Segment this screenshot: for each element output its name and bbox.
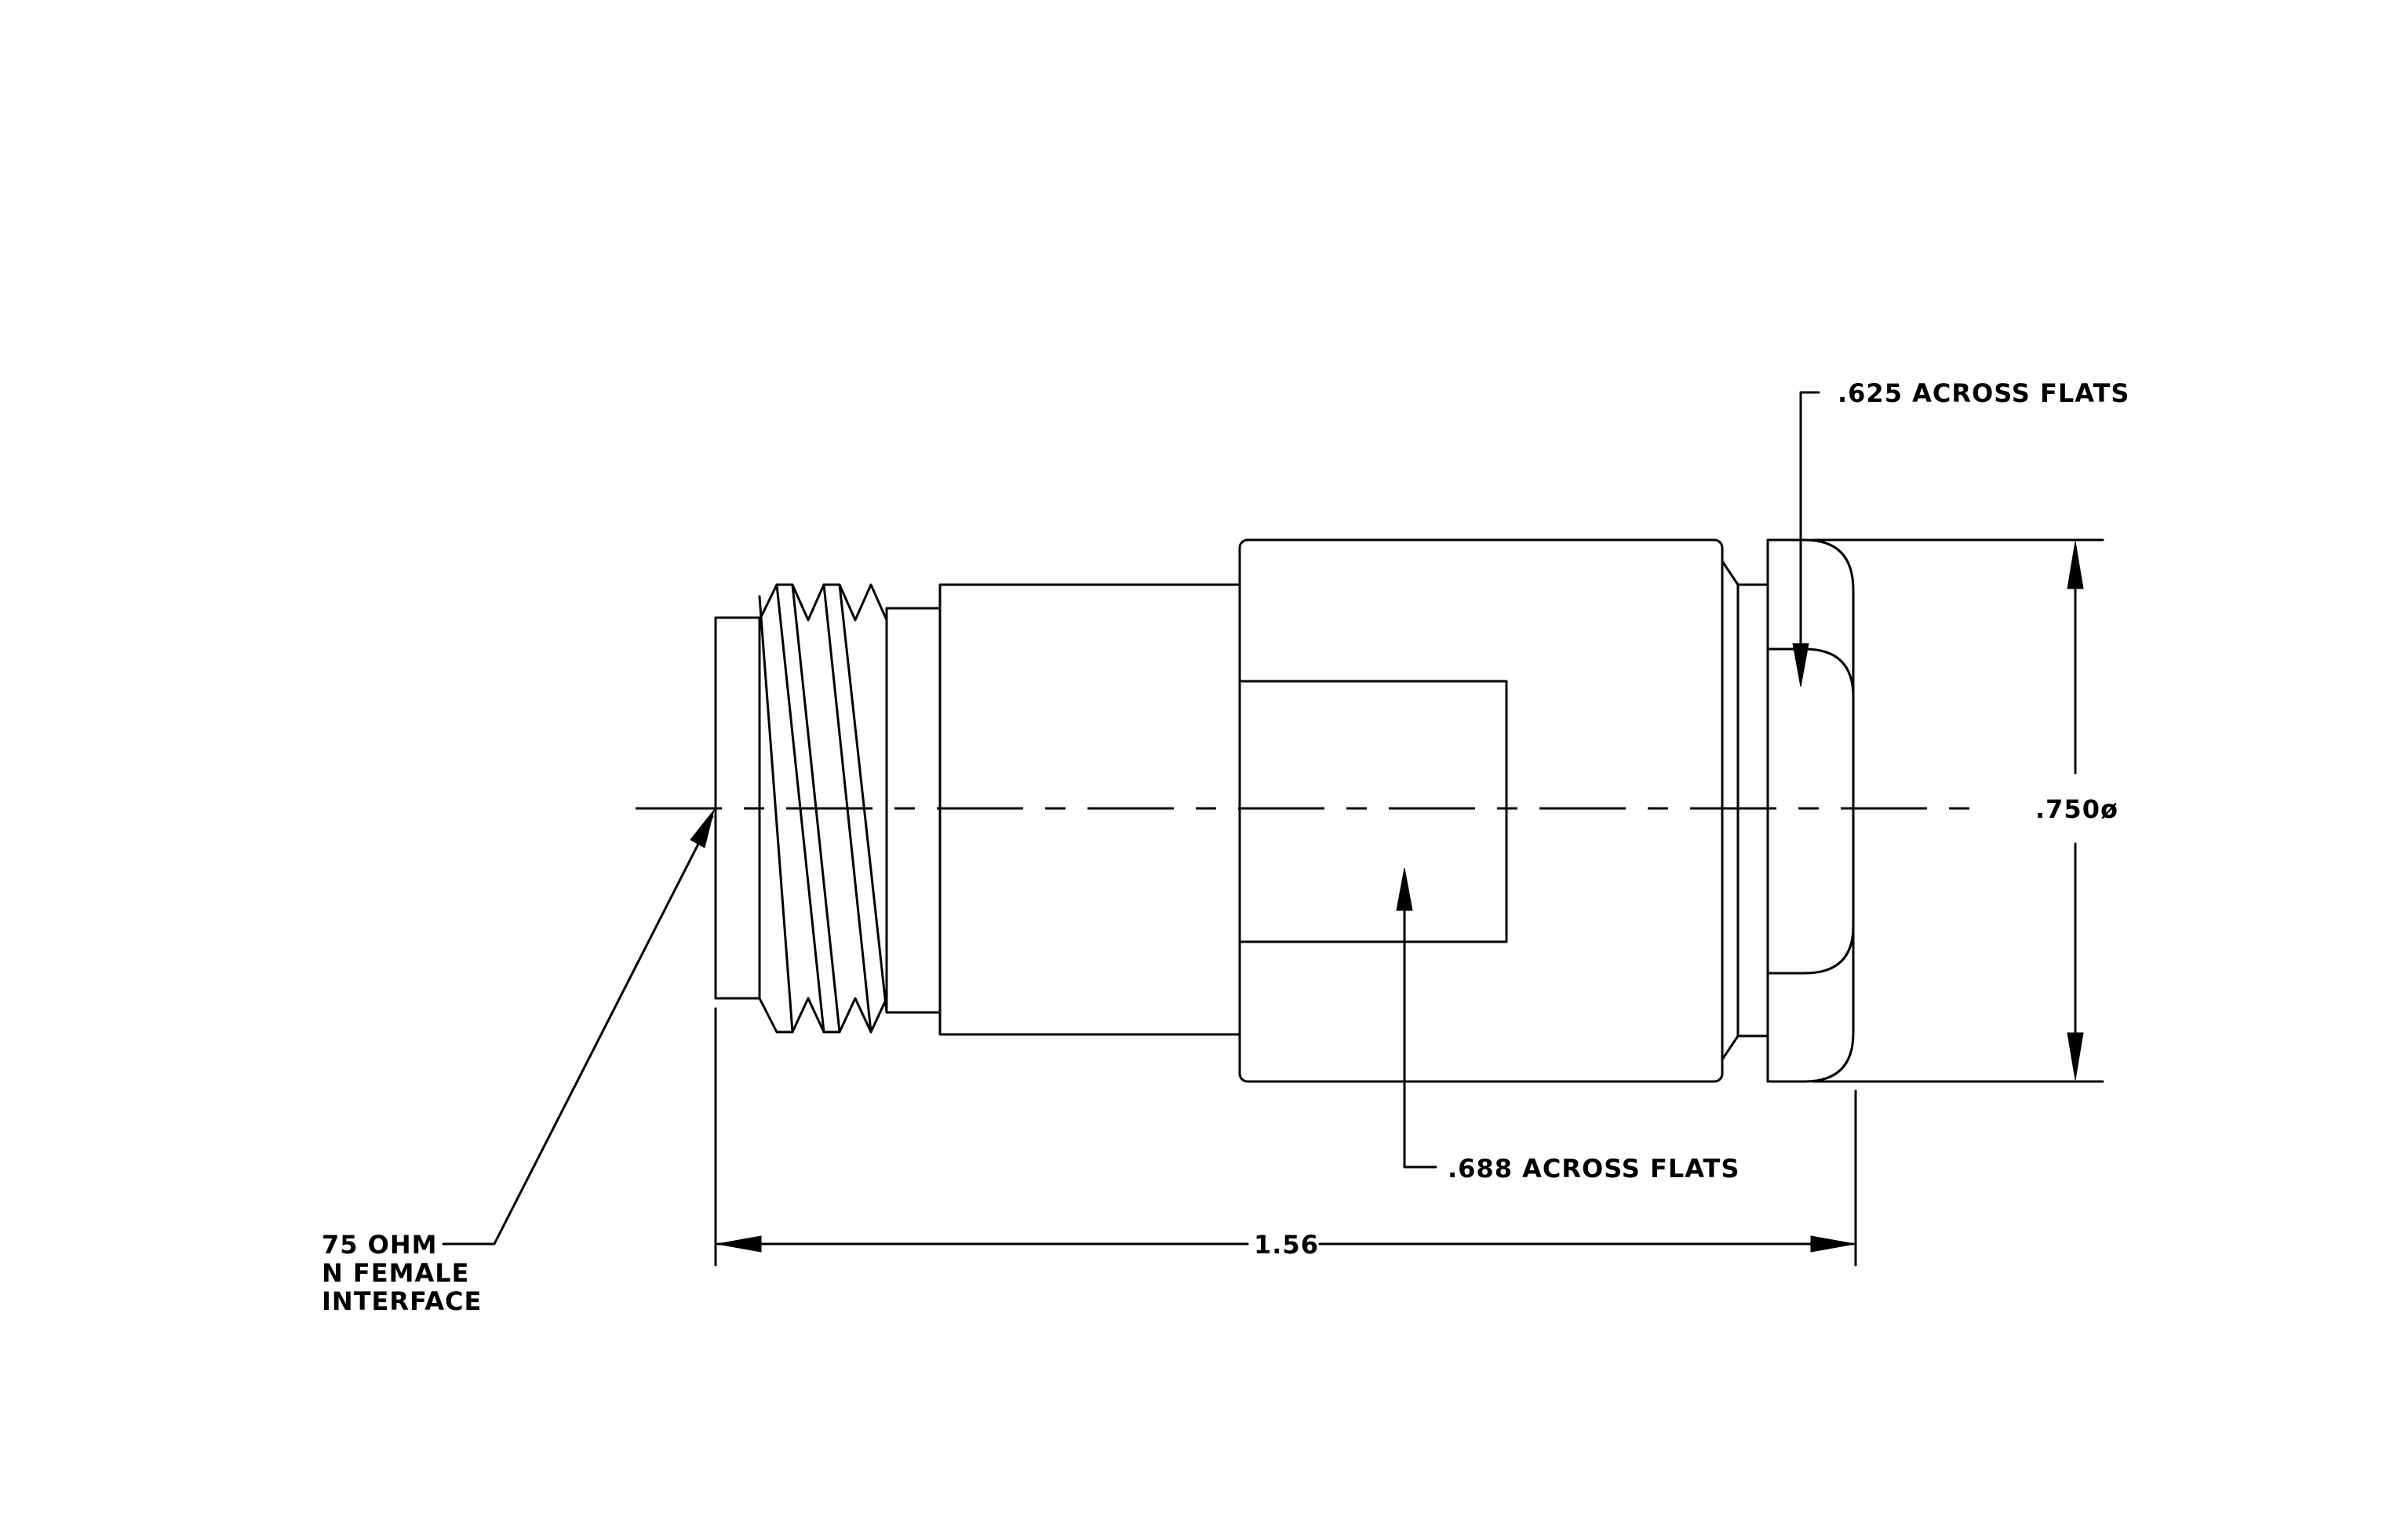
rear-nut (1766, 538, 1855, 1083)
neck (1736, 583, 1769, 1038)
dimension-625-leader (1792, 391, 1820, 688)
dimension-688-label: .688 ACROSS FLATS (1448, 1154, 1740, 1184)
neck-chamfer (1721, 560, 1740, 1061)
callout-line-1: 75 OHM (322, 1230, 438, 1260)
callout-line-3: INTERFACE (322, 1286, 482, 1316)
dimension-156-label: 1.56 (1254, 1230, 1319, 1260)
dimension-750-label: .750ø (2035, 794, 2118, 824)
hex-flat (1238, 680, 1508, 943)
collar (885, 607, 942, 1014)
dimension-688-leader (1396, 867, 1437, 1169)
interface-callout-leader (442, 809, 715, 1246)
dimension-750 (1811, 538, 2104, 1083)
dimension-625-label: .625 ACROSS FLATS (1838, 378, 2129, 408)
callout-line-2: N FEMALE (322, 1258, 470, 1288)
hex-body (1238, 538, 1724, 1083)
dimension-156 (714, 1007, 1857, 1267)
